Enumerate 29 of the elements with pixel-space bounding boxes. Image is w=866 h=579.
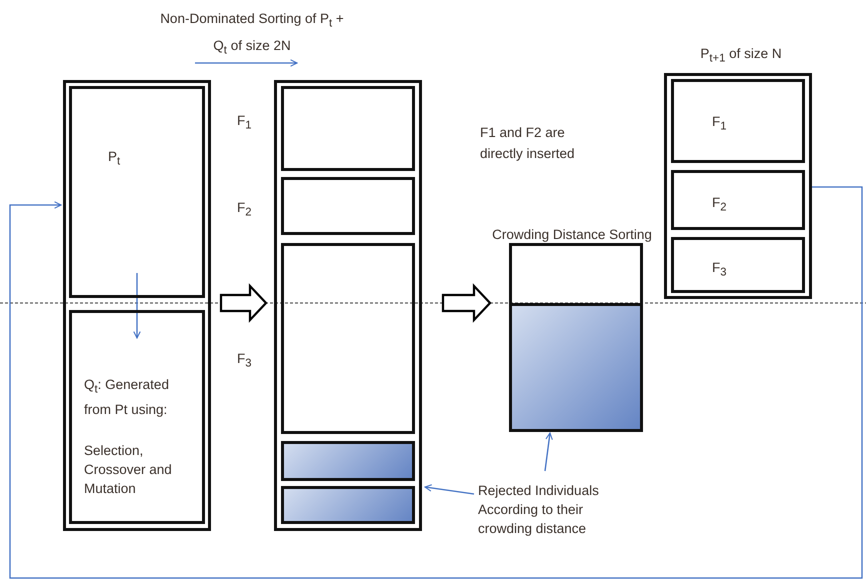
box-text: Q$_{t}$: Generated from Pt using: — [84, 376, 170, 419]
front-box — [671, 79, 805, 163]
arrow — [133, 273, 141, 339]
leader-arrow — [424, 484, 474, 495]
box-text: F$_{3}$ — [712, 259, 728, 281]
arrow — [9, 186, 863, 579]
front-label: F$_{3}$ — [237, 351, 252, 370]
note-text: F1 and F2 are directly inserted — [480, 124, 576, 163]
front-label: F$_{1}$ — [237, 113, 252, 132]
population-column — [63, 80, 211, 531]
leader-arrow — [544, 432, 553, 472]
front-box — [671, 170, 805, 230]
front-box — [671, 237, 805, 293]
heading: P$_{t+1}$ of size N — [699, 45, 783, 67]
block-arrow — [442, 283, 492, 323]
rejected-bar — [281, 441, 415, 481]
box-text: F$_{2}$ — [712, 194, 728, 216]
offspring-box — [69, 310, 205, 524]
heading: Crowding Distance Sorting — [491, 226, 653, 244]
sorting-caption: Non-Dominated Sorting of P$_{t}$ + Q$_{t}$ of size 2N — [160, 10, 344, 58]
annotation: Rejected Individuals According to their crowding distance — [478, 482, 600, 538]
block-arrow — [220, 283, 268, 323]
box-text: P$_{t}$ — [108, 148, 122, 170]
box-text: Selection, Crossover and Mutation — [84, 442, 173, 498]
front-label: F$_{2}$ — [237, 200, 252, 219]
box-text: F$_{1}$ — [712, 113, 728, 135]
rejected-region — [512, 303, 640, 429]
population-box — [69, 86, 205, 298]
rejected-bar — [281, 486, 415, 524]
